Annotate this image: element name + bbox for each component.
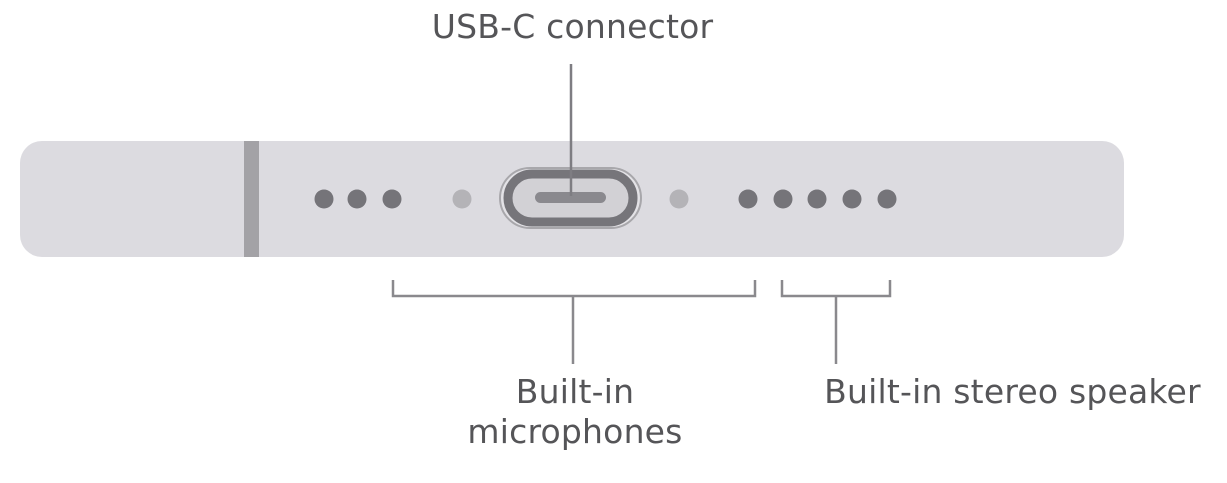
speaker-bracket: [780, 280, 892, 298]
hole-right-4: [842, 189, 862, 209]
hole-left-2: [347, 189, 367, 209]
built-in-stereo-speaker-label: Built-in stereo speaker: [824, 372, 1201, 411]
hole-right-3: [807, 189, 827, 209]
hole-light-left: [452, 189, 472, 209]
hole-light-right: [669, 189, 689, 209]
hole-right-5: [877, 189, 897, 209]
microphones-label-line-1: Built-in: [515, 372, 635, 411]
hole-right-2: [773, 189, 793, 209]
usb-c-port-tongue: [535, 192, 606, 203]
hole-left-1: [314, 189, 334, 209]
hole-right-1: [738, 189, 758, 209]
built-in-microphones-label: Built-in microphones: [420, 372, 730, 452]
edge-divider-band: [244, 141, 259, 257]
usb-c-connector-label: USB-C connector: [431, 7, 714, 46]
microphones-bracket: [391, 280, 757, 298]
usb-c-port-icon: [499, 167, 642, 229]
hole-left-3: [382, 189, 402, 209]
microphones-label-line-2: microphones: [467, 412, 683, 451]
